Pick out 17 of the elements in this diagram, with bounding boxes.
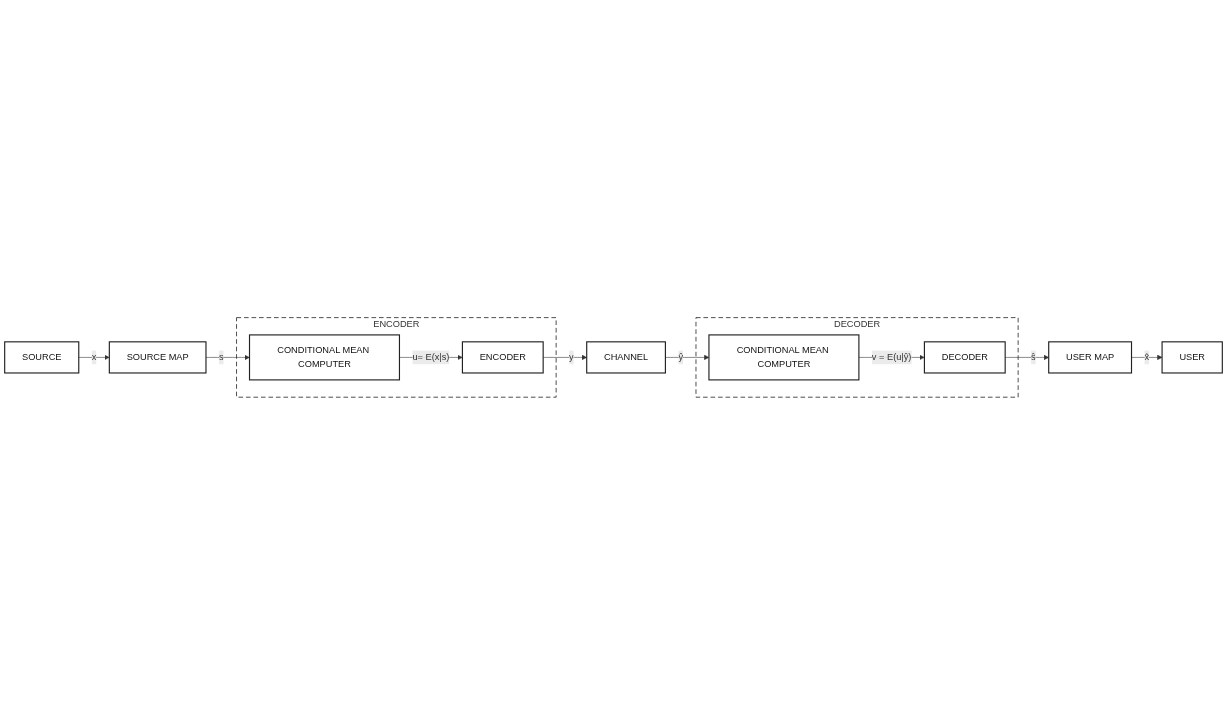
node-box: SOURCE (4, 341, 80, 374)
edge-label: v = E(u|ŷ) (871, 352, 912, 363)
node-box: CONDITIONAL MEAN COMPUTER (248, 334, 401, 381)
node-box: DECODER (923, 341, 1006, 374)
edge-label: y (569, 352, 574, 363)
node-box: USER (1161, 341, 1223, 374)
node-box: USER MAP (1048, 341, 1133, 374)
node-box: CONDITIONAL MEAN COMPUTER (708, 334, 860, 381)
edge-label: x (91, 352, 97, 363)
edge-label: ŷ (678, 352, 683, 363)
node-box: SOURCE MAP (108, 341, 207, 374)
node-box: ENCODER (461, 341, 544, 374)
node-box: CHANNEL (586, 341, 666, 374)
edge-label: u= E(x|s) (412, 352, 450, 363)
edge-label: x̂ (1144, 352, 1150, 363)
edge-label: ŝ (1031, 352, 1036, 363)
edge-label: s (218, 352, 224, 363)
